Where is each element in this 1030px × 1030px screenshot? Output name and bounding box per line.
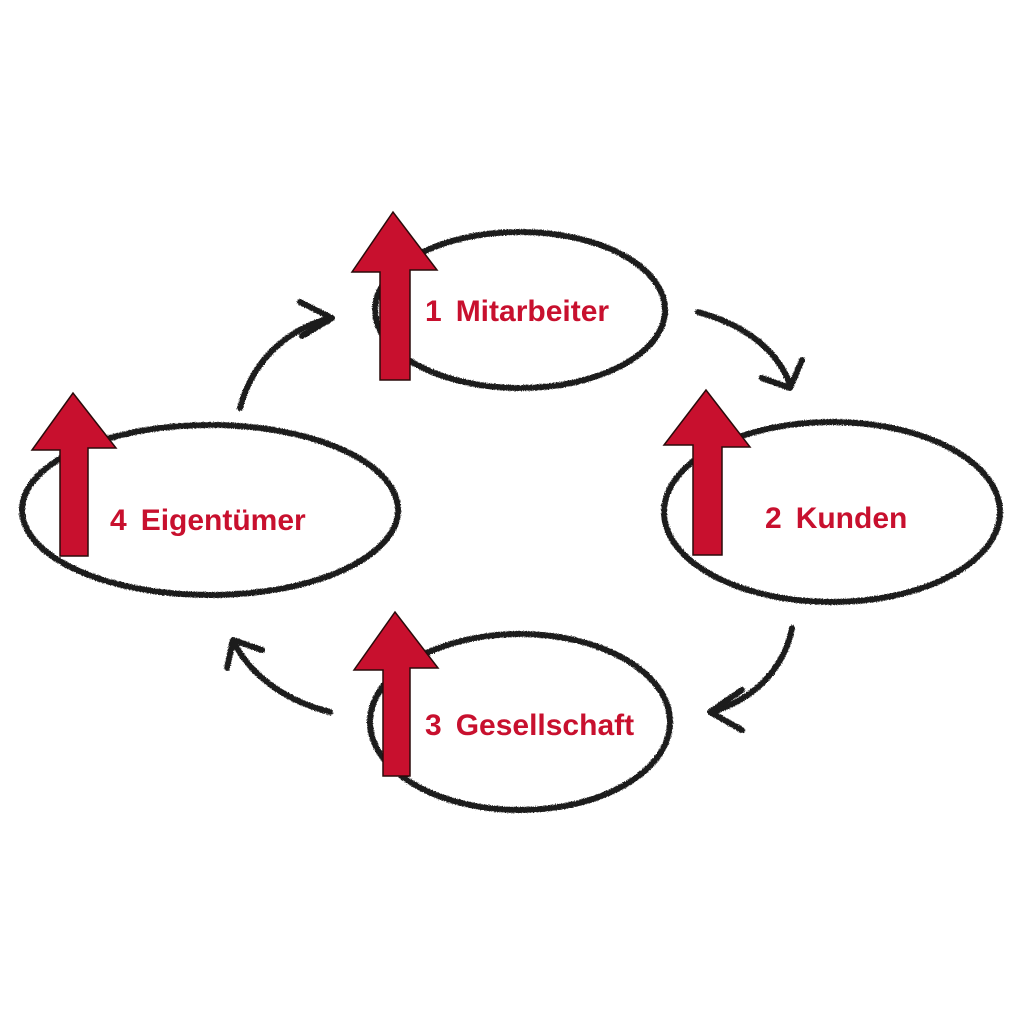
up-arrow-icon	[352, 610, 440, 777]
node-ellipse	[661, 419, 1003, 605]
node-ellipse	[367, 631, 673, 813]
up-arrow-icon	[30, 391, 118, 557]
up-arrow-icon	[350, 210, 439, 381]
node-ellipse	[19, 422, 401, 598]
node-ellipse	[372, 229, 668, 391]
up-arrow-icon	[662, 388, 752, 556]
connector-arrow-mitarbeiter-to-kunden	[695, 309, 805, 391]
connector-arrow-kunden-to-gesellschaft	[707, 625, 795, 733]
connector-arrow-eigentuemer-to-mitarbeiter	[237, 299, 335, 411]
connector-arrow-gesellschaft-to-eigentuemer	[224, 637, 333, 715]
